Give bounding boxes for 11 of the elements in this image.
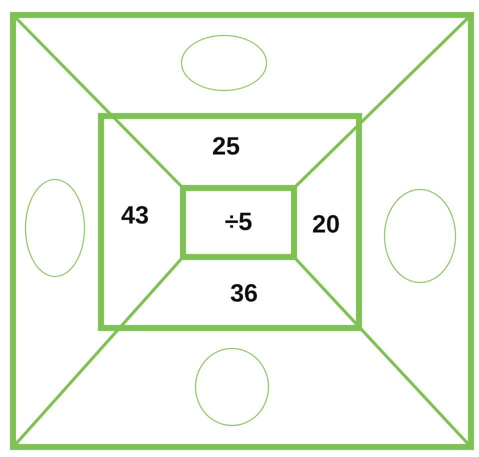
middle-square	[98, 113, 362, 331]
answer-oval	[181, 35, 267, 91]
answer-oval	[25, 179, 85, 277]
number-label: 43	[121, 204, 149, 228]
answer-oval	[384, 189, 456, 283]
number-label: 20	[312, 212, 340, 238]
answer-oval	[195, 348, 269, 426]
number-label: 25	[212, 134, 240, 160]
number-label: 36	[230, 282, 258, 306]
inner-square: ÷5	[180, 185, 297, 260]
outer-square	[10, 12, 474, 450]
